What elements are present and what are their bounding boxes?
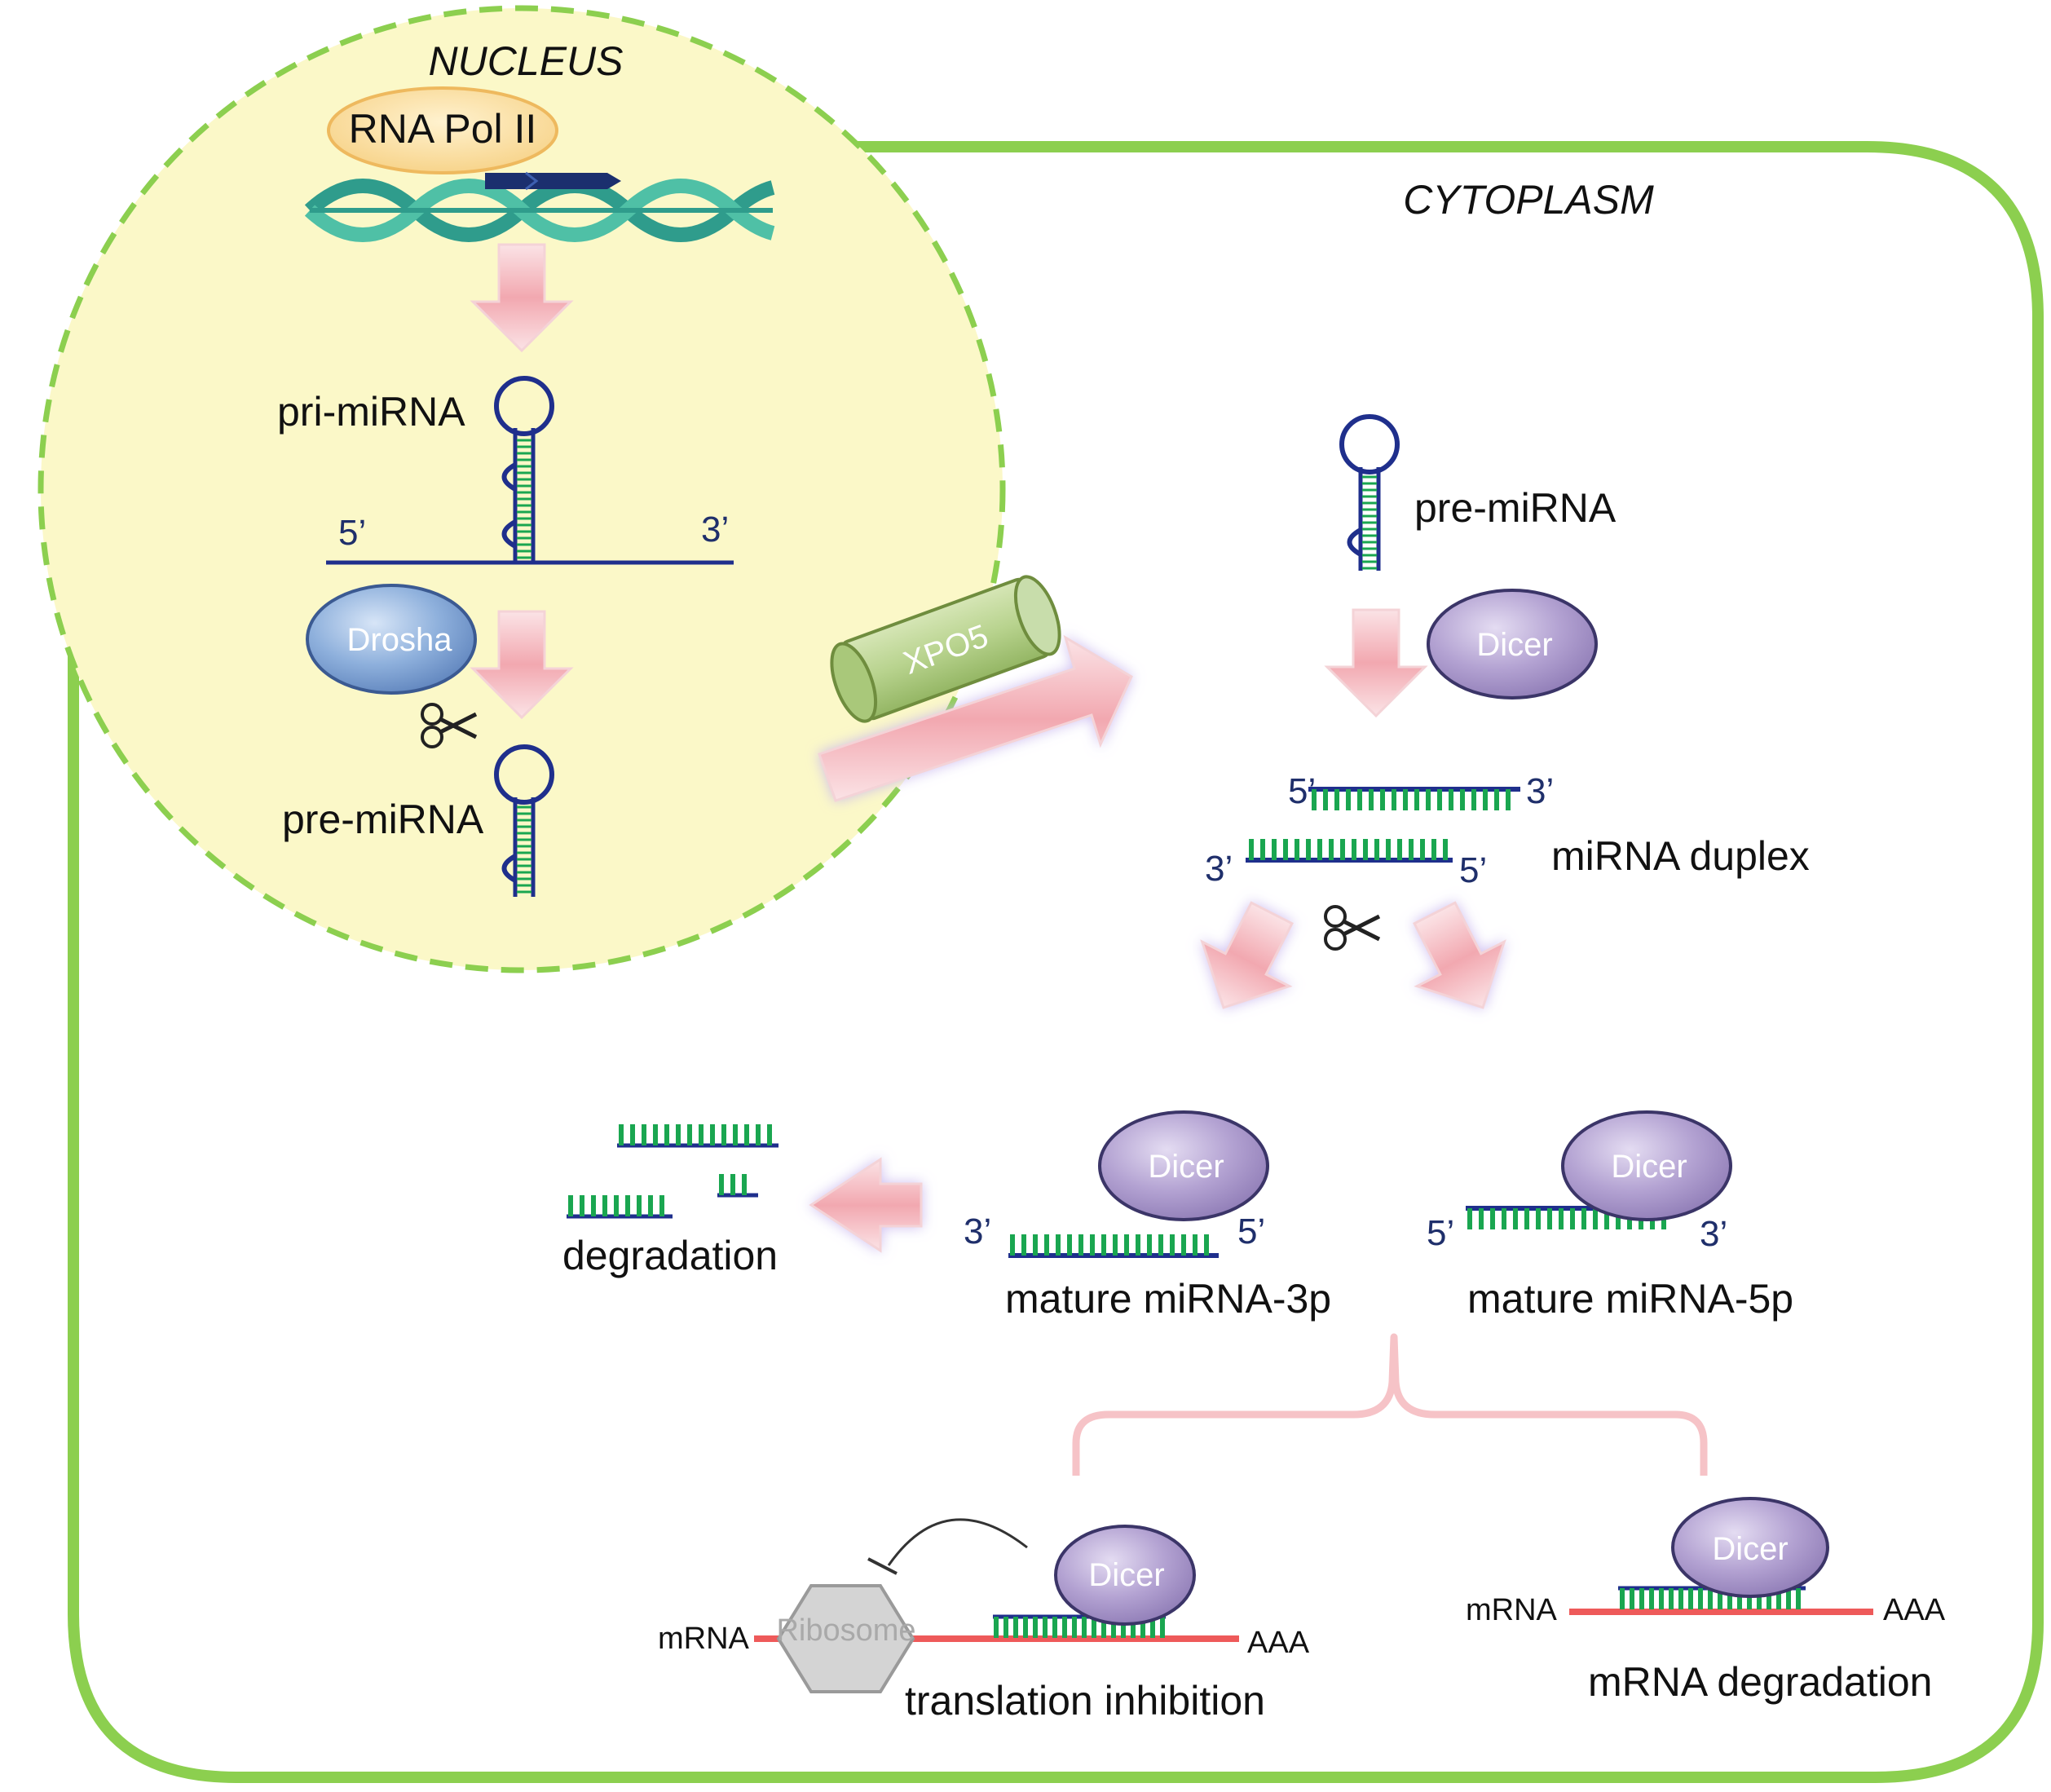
export-arrow [818, 634, 1133, 802]
degradation-tail-label: AAA [1883, 1593, 1946, 1627]
mature-5p-label: mature miRNA-5p [1467, 1276, 1793, 1322]
dna-helix [304, 179, 775, 242]
dicer-label: Dicer [1476, 627, 1552, 663]
cytoplasmic-pre-mirna-label: pre-miRNA [1414, 485, 1617, 531]
degradation-dicer [1671, 1497, 1829, 1598]
scissors-icon [421, 703, 478, 748]
pri-mirna-label: pri-miRNA [277, 389, 465, 435]
inhibition-curve [887, 1518, 1028, 1566]
translation-inhibition-label: translation inhibition [905, 1678, 1265, 1724]
mature-3p-right-end: 5’ [1237, 1212, 1265, 1251]
cell-membrane [68, 141, 2044, 1783]
nucleus-title: NUCLEUS [429, 38, 624, 84]
translation-dicer [1054, 1525, 1196, 1626]
translation-dicer-label: Dicer [1088, 1557, 1164, 1593]
duplex-top-5-end: 5’ [1288, 771, 1316, 811]
mrna-degradation-label: mRNA degradation [1588, 1659, 1932, 1705]
degradation-mrna-label: mRNA [1466, 1593, 1558, 1627]
pri-mirna-5-end: 5’ [338, 513, 366, 553]
mirna-duplex-structure [1246, 787, 1520, 863]
function-bracket [1072, 1333, 1708, 1476]
strand-5p-arrow [1390, 889, 1528, 1031]
nucleus [37, 5, 1006, 973]
nuclear-pre-mirna-label: pre-miRNA [282, 797, 484, 842]
mature-3p-dicer [1098, 1110, 1269, 1221]
dicer-enzyme [1427, 589, 1598, 700]
duplex-bottom-3-end: 3’ [1205, 849, 1233, 889]
translation-mrna-label: mRNA [658, 1622, 750, 1656]
pri-mirna-3-end: 3’ [701, 510, 729, 550]
cytoplasmic-pre-mirna-structure [1339, 414, 1400, 571]
cytoplasm-title: CYTOPLASM [1403, 177, 1654, 223]
translation-tail-label: AAA [1247, 1626, 1310, 1660]
xpo5-exporter: XPO5 [830, 575, 1061, 723]
inhibition-bar [867, 1557, 898, 1575]
mature-3p-dicer-label: Dicer [1148, 1149, 1224, 1185]
strand-3p-arrow [1179, 889, 1317, 1031]
mature-5p-left-end: 5’ [1427, 1213, 1454, 1253]
mature-5p-dicer [1561, 1110, 1732, 1221]
mature-3p-strand [1008, 1234, 1219, 1258]
degradation-dicer-label: Dicer [1712, 1531, 1788, 1567]
degradation-label: degradation [562, 1233, 778, 1278]
degradation-arrow [809, 1157, 923, 1253]
mirna-duplex-label: miRNA duplex [1551, 833, 1810, 879]
mature-3p-label: mature miRNA-3p [1005, 1276, 1331, 1322]
drosha-enzyme [306, 584, 477, 695]
rna-pol-ii [327, 86, 558, 174]
translation-mirna-strand [993, 1614, 1166, 1638]
degraded-fragments [567, 1124, 778, 1219]
rna-pol-ii-label: RNA Pol II [349, 106, 537, 152]
duplex-bottom-5-end: 5’ [1459, 850, 1487, 890]
ribosome-label: Ribosome [776, 1613, 915, 1648]
dicer-processing-arrow [1325, 608, 1427, 717]
pri-mirna-structure [326, 376, 734, 565]
gene-segment [485, 173, 621, 189]
duplex-top-3-end: 3’ [1526, 771, 1554, 811]
mature-3p-left-end: 3’ [964, 1212, 991, 1251]
mature-5p-right-end: 3’ [1700, 1214, 1727, 1254]
mature-5p-dicer-label: Dicer [1611, 1149, 1687, 1185]
scissors-icon [1324, 905, 1381, 951]
ribosome [776, 1584, 915, 1693]
drosha-label: Drosha [347, 622, 453, 658]
nuclear-pre-mirna-structure [494, 744, 554, 897]
